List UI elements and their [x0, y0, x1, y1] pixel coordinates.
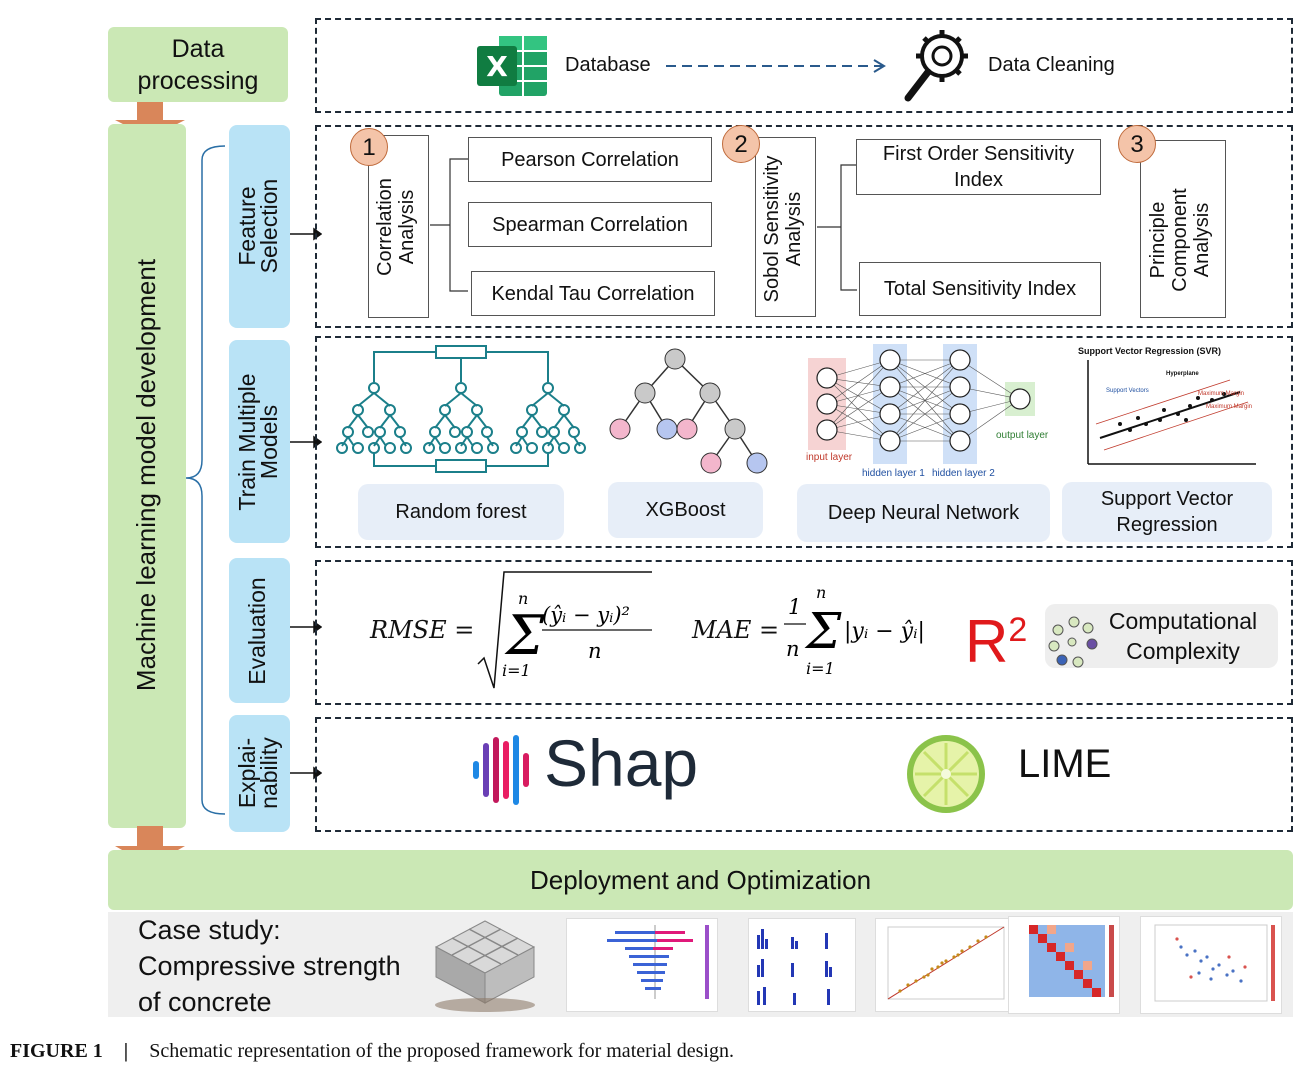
model-random-forest: Random forest	[358, 484, 564, 540]
svg-text:Σ: Σ	[504, 604, 545, 667]
stage-feature-selection	[229, 125, 290, 328]
step-number-badge: 1	[350, 128, 388, 166]
stage-explainability	[229, 715, 290, 832]
shap-logo-icon	[473, 735, 529, 805]
first-order-box: First Order Sensitivity Index	[856, 139, 1101, 195]
svg-text:X: X	[486, 50, 508, 83]
figure-caption: FIGURE 1 | Schematic representation of t…	[10, 1040, 734, 1063]
dnn-hidden1-label: hidden layer 1	[862, 468, 925, 479]
svg-text:(ŷᵢ − yᵢ)²: (ŷᵢ − yᵢ)²	[542, 603, 630, 627]
figure-number: FIGURE 1	[10, 1040, 103, 1062]
data-processing-label: Data processing	[137, 34, 259, 95]
svg-text:n: n	[518, 589, 528, 608]
svg-text:n: n	[816, 583, 826, 602]
sobol-analysis-label: Sobol Sensitivity Analysis	[761, 155, 805, 303]
random-forest-icon	[336, 345, 586, 473]
pca-box	[1140, 140, 1226, 318]
caption-separator: |	[123, 1040, 129, 1062]
model-svr-label: Support Vector Regression	[1100, 488, 1234, 536]
dnn-hidden2-label: hidden layer 2	[932, 468, 995, 479]
model-xgboost: XGBoost	[608, 482, 763, 538]
svr-icon	[1087, 360, 1256, 465]
caption-text: Schematic representation of the proposed…	[149, 1040, 734, 1062]
shap-label: Shap	[544, 726, 699, 800]
rmse-formula: RMSE = n Σ i=1 (ŷᵢ − yᵢ)² n	[370, 566, 670, 696]
stage-evaluation	[229, 558, 290, 703]
xgboost-icon	[609, 348, 768, 474]
shap-summary-thumbnail	[566, 918, 718, 1012]
pca-scatter-thumbnail	[1140, 916, 1282, 1014]
evaluation-label: Evaluation	[244, 577, 270, 685]
data-processing-panel	[315, 18, 1293, 113]
case-study-line2: Compressive strength	[138, 951, 401, 981]
train-models-panel	[315, 336, 1293, 548]
svg-text:1: 1	[788, 595, 801, 619]
svg-text:|yᵢ − ŷᵢ|: |yᵢ − ŷᵢ|	[844, 619, 925, 644]
r2-metric: R2	[965, 598, 1027, 674]
stage-train-models	[229, 340, 290, 543]
bracket-connector	[817, 164, 857, 291]
svg-text:n: n	[786, 637, 800, 661]
total-sensitivity-box: Total Sensitivity Index	[859, 262, 1101, 316]
svg-text:Σ: Σ	[804, 602, 842, 660]
concrete-blocks-icon	[434, 920, 536, 1012]
bracket-connector	[430, 158, 468, 292]
dnn-output-label: output layer	[996, 430, 1049, 441]
r2-letter: R	[965, 608, 1009, 675]
correlation-analysis-label: Correlation Analysis	[374, 178, 418, 276]
regression-scatter-thumbnail	[875, 918, 1013, 1012]
ml-development-label: Machine learning model development	[131, 258, 161, 692]
svr-max-margin-label: Maximum Margin	[1206, 404, 1253, 410]
correlation-heatmap-thumbnail	[1008, 916, 1120, 1014]
svr-support-vectors-label: Support Vectors	[1106, 388, 1149, 394]
case-study-line1: Case study:	[138, 915, 281, 945]
bracket-connector	[185, 145, 226, 815]
explainability-panel	[315, 717, 1293, 832]
pearson-box: Pearson Correlation	[468, 137, 712, 182]
data-processing-box: Data processing	[108, 27, 288, 102]
step-number-badge: 2	[722, 125, 760, 163]
correlation-analysis-box	[368, 135, 429, 318]
data-cleaning-icon	[904, 30, 968, 102]
model-deep-neural-network: Deep Neural Network	[797, 484, 1050, 542]
svg-text:n: n	[588, 639, 602, 663]
pca-label: Principle Component Analysis	[1147, 188, 1213, 292]
svr-max-margin-label: Maximum Margin	[1198, 391, 1245, 397]
case-study-line3: of concrete	[138, 987, 272, 1017]
deployment-bar: Deployment and Optimization	[108, 850, 1293, 910]
feature-selection-label: Feature Selection	[234, 178, 282, 274]
feature-selection-panel	[315, 125, 1293, 328]
kendall-box: Kendal Tau Correlation	[471, 271, 715, 316]
neural-network-icon	[808, 344, 1035, 464]
data-cleaning-label: Data Cleaning	[988, 54, 1115, 76]
lime-label: LIME	[1018, 742, 1112, 786]
complexity-pill	[1045, 604, 1278, 668]
case-study-text: Case study: Compressive strength of conc…	[138, 912, 401, 1020]
svg-text:i=1: i=1	[806, 659, 835, 678]
spearman-box: Spearman Correlation	[468, 202, 712, 247]
explainability-label: Explai-nability	[234, 737, 282, 809]
lime-icon	[907, 735, 985, 813]
ml-development-bar	[108, 124, 186, 828]
complexity-icon	[1048, 616, 1098, 668]
svr-hyperplane-label: Hyperplane	[1166, 371, 1199, 377]
r2-exponent: 2	[1008, 611, 1028, 649]
svr-title: Support Vector Regression (SVR)	[1078, 346, 1222, 356]
database-label: Database	[565, 54, 651, 76]
sobol-analysis-box	[755, 137, 816, 317]
dashed-arrow	[666, 59, 886, 73]
evaluation-panel	[315, 560, 1293, 705]
excel-icon: X	[477, 36, 547, 96]
histogram-thumbnail	[748, 918, 856, 1012]
mae-formula: MAE = 1 n n Σ i=1 |yᵢ − ŷᵢ|	[692, 583, 925, 678]
model-svr: Support Vector Regression	[1062, 482, 1272, 542]
complexity-label: Computational Complexity	[1108, 608, 1258, 664]
step-number-badge: 3	[1118, 125, 1156, 163]
train-models-label: Train Multiple Models	[234, 373, 282, 511]
dnn-input-label: input layer	[806, 452, 853, 463]
svg-text:i=1: i=1	[502, 661, 531, 680]
deployment-label: Deployment and Optimization	[529, 864, 872, 895]
